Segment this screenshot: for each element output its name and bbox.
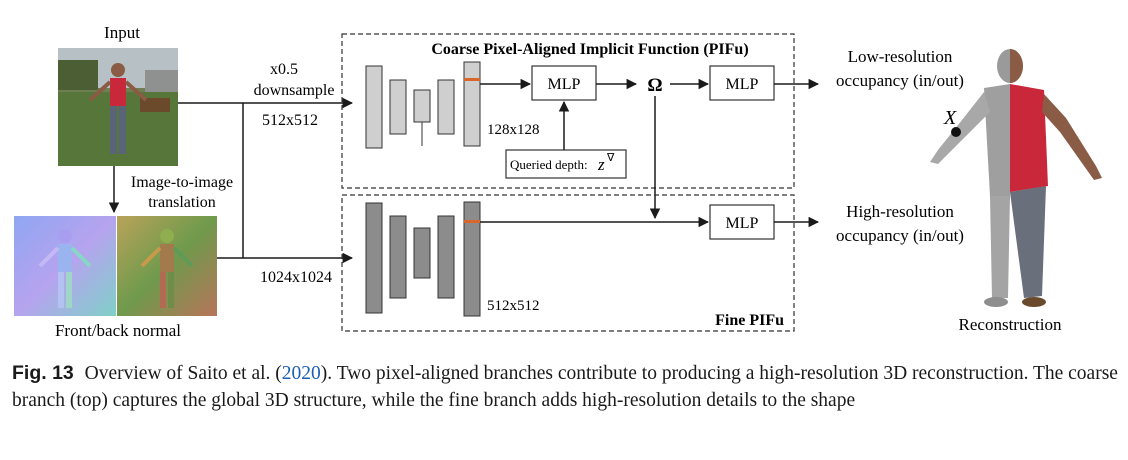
downsample-factor-label: x0.5 bbox=[270, 61, 298, 78]
back-normal-map bbox=[117, 216, 217, 316]
coarse-pifu-box bbox=[341, 33, 795, 189]
front-normal-map bbox=[14, 216, 116, 316]
downsample-label: downsample bbox=[254, 82, 335, 99]
caption-text-after: ). Two pixel-aligned branches contribute… bbox=[12, 363, 1118, 411]
low-res-label-2: occupancy (in/out) bbox=[836, 71, 964, 90]
normals-label: Front/back normal bbox=[55, 321, 181, 340]
high-res-label-1: High-resolution bbox=[846, 202, 954, 221]
input-photo bbox=[58, 48, 178, 166]
query-point-x bbox=[951, 127, 961, 137]
queried-depth-label: Queried depth: bbox=[510, 157, 588, 172]
translation-label-2: translation bbox=[148, 194, 216, 211]
coarse-mlp-2-label: MLP bbox=[726, 76, 759, 93]
input-label: Input bbox=[104, 23, 140, 42]
high-res-label-2: occupancy (in/out) bbox=[836, 226, 964, 245]
caption-citation-link[interactable]: 2020 bbox=[281, 363, 321, 384]
coarse-mlp-1 bbox=[531, 65, 597, 101]
fine-pifu-box bbox=[341, 194, 795, 332]
coarse-feature-res: 128x128 bbox=[487, 122, 540, 138]
pifuhd-diagram: Input Front/back normal Image-to bbox=[14, 23, 1102, 340]
fine-pifu-title: Fine PIFu bbox=[715, 312, 784, 329]
query-point-label: X bbox=[943, 107, 957, 129]
fine-feature-res: 512x512 bbox=[487, 298, 540, 314]
coarse-encoder bbox=[365, 61, 481, 149]
queried-depth-box bbox=[505, 149, 627, 179]
fine-mlp-label: MLP bbox=[726, 215, 759, 232]
omega-symbol: Ω bbox=[647, 75, 662, 96]
fine-mlp bbox=[709, 204, 775, 240]
queried-depth-superscript: ∇ bbox=[606, 152, 615, 164]
reconstruction-label: Reconstruction bbox=[959, 315, 1062, 334]
res-coarse-label: 512x512 bbox=[262, 112, 318, 129]
coarse-mlp-2 bbox=[709, 65, 775, 101]
coarse-mlp-1-label: MLP bbox=[548, 76, 581, 93]
fine-encoder bbox=[365, 201, 481, 317]
low-res-label-1: Low-resolution bbox=[848, 47, 953, 66]
queried-depth-symbol: z bbox=[597, 155, 605, 174]
caption-label: Fig. 13 bbox=[12, 362, 74, 384]
coarse-pifu-title: Coarse Pixel-Aligned Implicit Function (… bbox=[431, 41, 748, 58]
caption-text-before: Overview of Saito et al. ( bbox=[84, 363, 282, 384]
figure-caption: Fig. 13 Overview of Saito et al. (2020).… bbox=[12, 360, 1120, 414]
translation-label-1: Image-to-image bbox=[131, 174, 233, 191]
res-fine-input-label: 1024x1024 bbox=[260, 269, 332, 286]
reconstruction-figure bbox=[930, 49, 1102, 307]
